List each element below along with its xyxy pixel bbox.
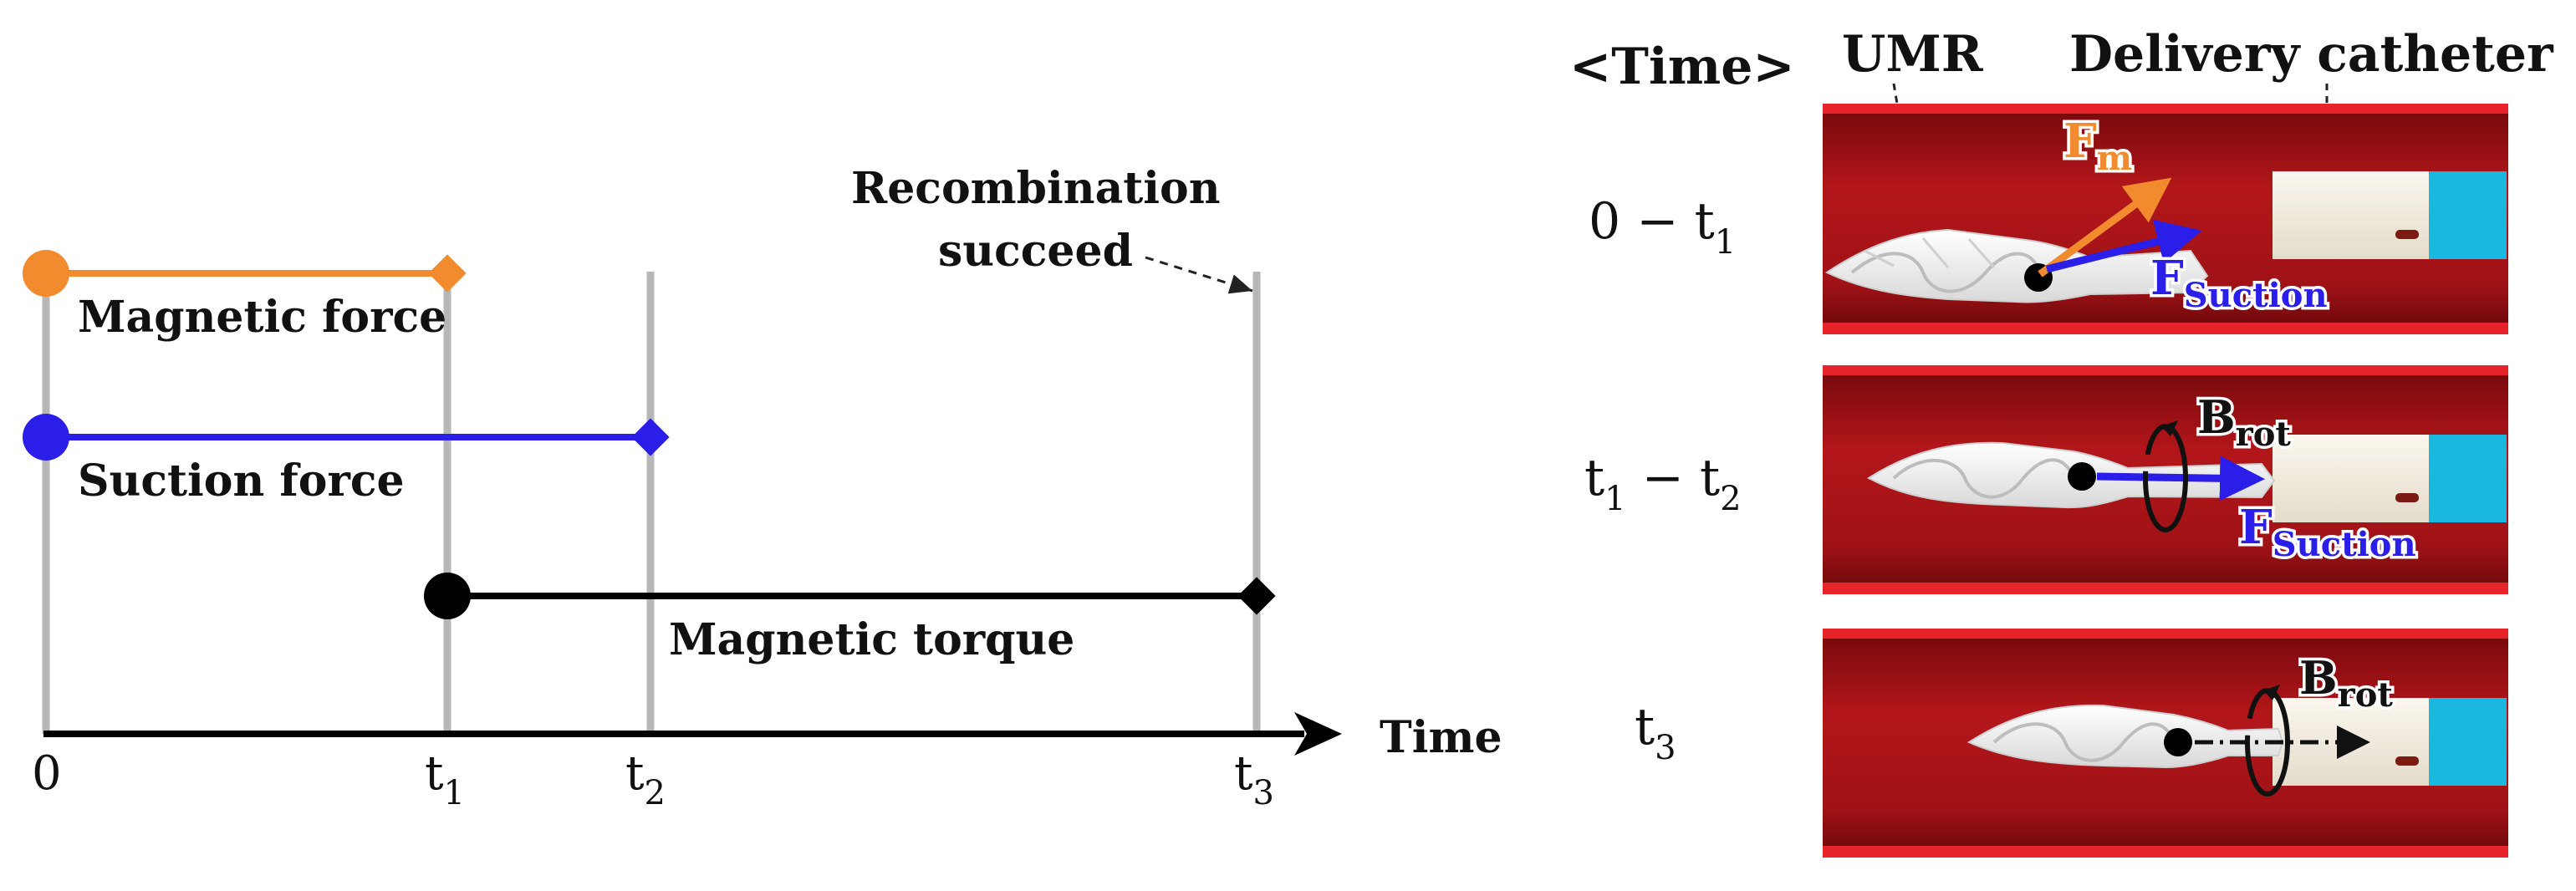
umr-robot xyxy=(1966,704,2284,769)
umr-robot xyxy=(1824,228,2209,303)
recombination-annotation-line2: succeed xyxy=(938,226,1133,277)
vessel-wall-bottom xyxy=(1823,323,2508,334)
row-label-t1-t2: t1 − t2 xyxy=(1584,449,1742,518)
magnetic-force-start-marker xyxy=(23,250,69,297)
catheter-tip xyxy=(2429,698,2507,786)
panel-t1-t2: Brot FSuction xyxy=(1823,365,2508,594)
tick-label-t3: t3 xyxy=(1234,746,1274,812)
annotation-pointer-arrow xyxy=(1145,256,1253,294)
timeline-chart: Time 0 t1 t2 t3 Magnetic force Suction f… xyxy=(23,163,1502,812)
catheter-tip xyxy=(2429,171,2507,259)
time-axis-arrowhead xyxy=(1294,712,1342,756)
magnetic-force-arrow xyxy=(2038,177,2172,277)
suction-force-end-marker xyxy=(631,418,670,456)
magnetic-force-label: Magnetic force xyxy=(78,292,446,343)
vessel-wall-top xyxy=(1823,104,2508,115)
vessel-wall-bottom xyxy=(1823,846,2508,858)
umr-label: UMR xyxy=(1842,25,1984,84)
catheter-side-hole xyxy=(2395,493,2419,502)
magnetic-torque-end-marker xyxy=(1237,577,1276,615)
tick-label-t2: t2 xyxy=(625,746,666,812)
suction-force-start-marker xyxy=(23,414,69,461)
catheter-body xyxy=(2272,435,2441,522)
catheter-side-hole xyxy=(2395,756,2419,766)
magnetic-torque-bar xyxy=(424,573,1276,619)
row-label-0-t1: 0 − t1 xyxy=(1589,192,1736,262)
rotating-field-symbol: Brot xyxy=(2197,390,2291,454)
rotation-field-icon xyxy=(2245,685,2290,797)
magnetic-torque-start-marker xyxy=(424,573,471,619)
rotating-field-symbol: Brot xyxy=(2299,651,2393,715)
umr-magnet-dot xyxy=(2068,462,2096,491)
panel-0-t1: Fm FSuction xyxy=(1823,104,2508,334)
suction-force-bar xyxy=(23,414,670,461)
process-panels: <Time> UMR Delivery catheter 0 − t1 t1 −… xyxy=(1569,25,2554,858)
magnetic-force-bar xyxy=(23,250,467,297)
umr-magnet-dot xyxy=(2164,728,2192,756)
time-header: <Time> xyxy=(1569,38,1795,96)
vessel-wall-top xyxy=(1823,365,2508,377)
catheter-body xyxy=(2272,171,2441,259)
panel-t3: Brot xyxy=(1823,629,2508,858)
tick-label-0: 0 xyxy=(32,746,62,801)
magnetic-torque-label: Magnetic torque xyxy=(669,614,1074,665)
suction-force-symbol: FSuction xyxy=(2150,251,2328,315)
suction-force-arrow xyxy=(2096,456,2265,502)
catheter-side-hole xyxy=(2395,230,2419,239)
suction-force-symbol: FSuction xyxy=(2239,500,2416,564)
delivery-catheter-label: Delivery catheter xyxy=(2069,25,2554,84)
suction-force-label: Suction force xyxy=(78,456,405,507)
catheter-tip xyxy=(2429,435,2507,522)
row-label-t3: t3 xyxy=(1635,698,1676,767)
tick-label-t1: t1 xyxy=(425,746,465,812)
vessel-wall-bottom xyxy=(1823,583,2508,594)
rotation-field-icon xyxy=(2143,420,2188,532)
suction-force-arrow xyxy=(2045,219,2202,273)
magnetic-force-symbol: Fm xyxy=(2063,114,2132,178)
time-axis-label: Time xyxy=(1380,712,1502,763)
magnetic-force-end-marker xyxy=(428,254,467,293)
vessel-wall-top xyxy=(1823,629,2508,640)
recombination-annotation-line1: Recombination xyxy=(851,163,1221,214)
